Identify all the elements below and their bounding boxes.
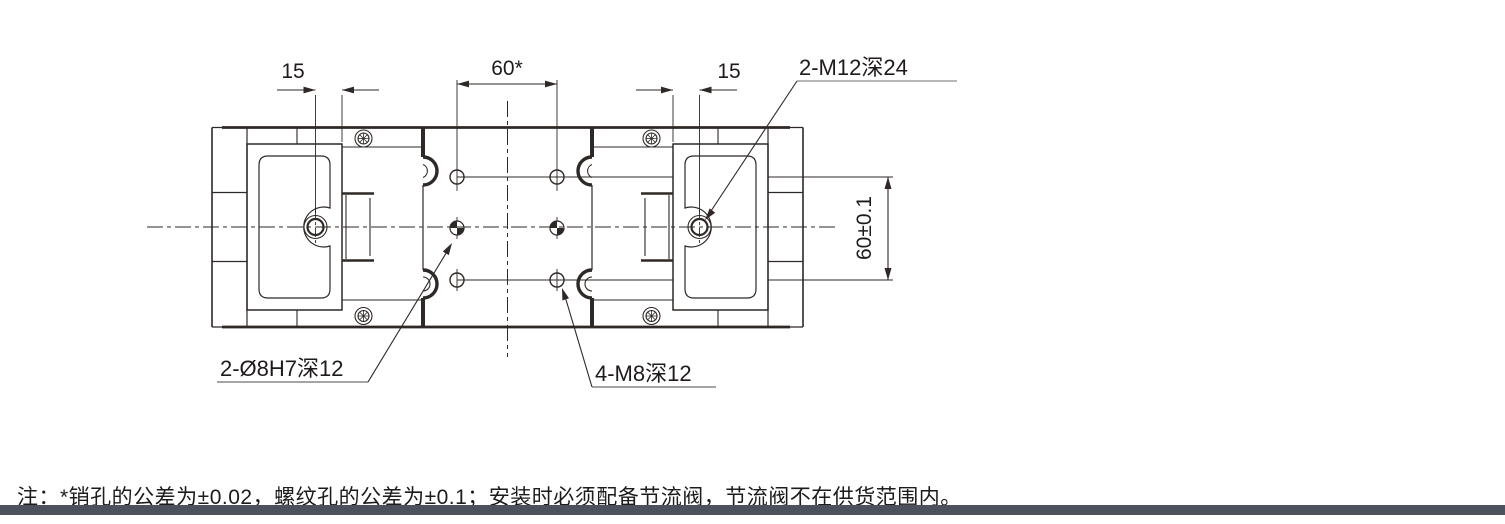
arrowhead-icon xyxy=(705,208,716,220)
arrowhead-icon xyxy=(342,86,354,94)
leader-line xyxy=(367,244,452,383)
left-pocket-outline xyxy=(258,155,331,299)
dimension-15-left: 15 xyxy=(277,60,379,213)
arrowhead-icon xyxy=(442,243,452,256)
right-slide-gap xyxy=(576,128,594,327)
cover-screws xyxy=(354,129,661,326)
arrowhead-icon xyxy=(699,86,712,94)
bottom-separator-bar xyxy=(0,505,1505,515)
dimension-60-tolerance: 60±0.1 xyxy=(853,177,892,280)
screw-icon xyxy=(642,129,661,148)
label-pin-hole: 2-Ø8H7深12 xyxy=(217,243,452,383)
left-slide-gap xyxy=(421,128,439,327)
dim-15-right-text: 15 xyxy=(717,60,740,83)
leader-line xyxy=(706,80,798,218)
label-m8-text: 4-M8深12 xyxy=(595,361,692,386)
label-pin-text: 2-Ø8H7深12 xyxy=(220,356,344,381)
label-m8: 4-M8深12 xyxy=(562,288,716,388)
label-m12-text: 2-M12深24 xyxy=(799,55,908,80)
right-pocket-outline xyxy=(684,155,757,299)
arrowhead-icon xyxy=(884,177,892,189)
screw-icon xyxy=(642,306,661,326)
dim-60-star-text: 60* xyxy=(491,57,523,80)
hole-pattern xyxy=(449,169,893,291)
top-bottom-edges xyxy=(222,126,790,329)
dimension-15-right: 15 xyxy=(636,60,741,213)
centerlines xyxy=(147,101,835,357)
arrowhead-icon xyxy=(562,288,569,301)
screw-icon xyxy=(354,129,373,148)
dim-60-tolerance-text: 60±0.1 xyxy=(853,196,876,260)
arrowhead-icon xyxy=(884,268,892,280)
arrowhead-icon xyxy=(457,80,469,88)
dimension-60-star: 60* xyxy=(456,57,558,191)
footnote: 注：*销孔的公差为±0.02，螺纹孔的公差为±0.1；安装时必须配备节流阀，节流… xyxy=(17,486,962,509)
label-m12: 2-M12深24 xyxy=(705,55,957,220)
left-rail-caps xyxy=(342,192,374,262)
pin-holes xyxy=(449,217,565,239)
leader-line xyxy=(563,292,593,388)
arrowhead-icon xyxy=(545,80,557,88)
screw-icon xyxy=(354,306,373,326)
right-rail-caps xyxy=(641,192,673,262)
arrowhead-icon xyxy=(661,86,673,94)
arrowhead-icon xyxy=(303,86,316,94)
dim-15-left-text: 15 xyxy=(281,60,304,83)
